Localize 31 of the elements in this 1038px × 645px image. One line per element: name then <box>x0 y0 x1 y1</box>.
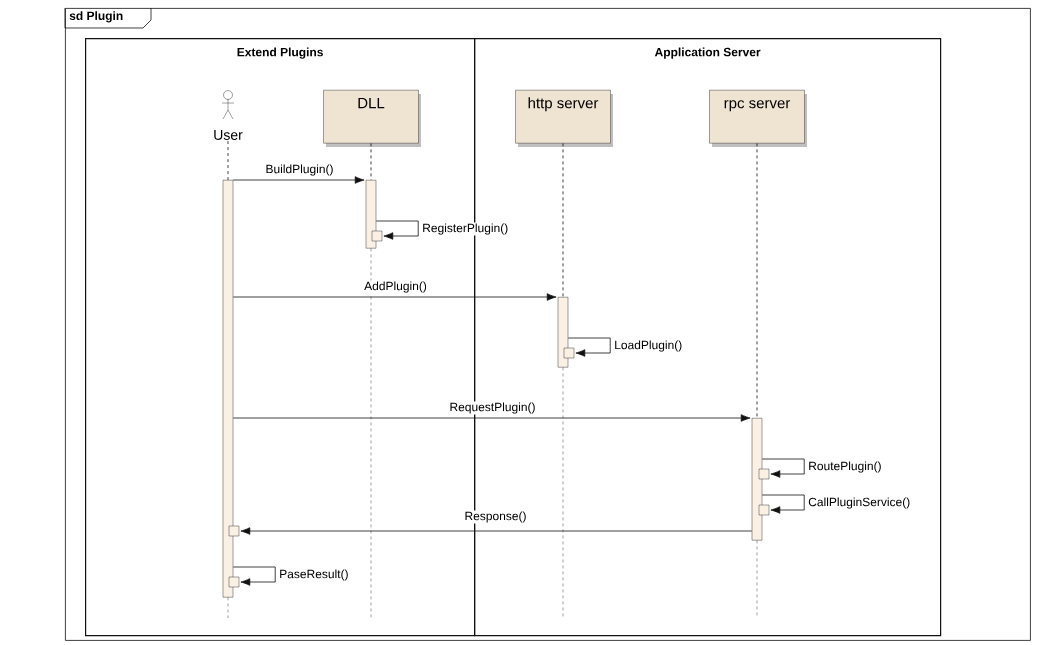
lifeline <box>227 140 229 181</box>
message-arrow <box>761 458 805 478</box>
message-arrow <box>240 527 753 535</box>
lifeline <box>370 143 372 181</box>
edge-label: BuildPlugin() <box>264 163 335 177</box>
message-arrow <box>375 220 419 240</box>
edge-label: RoutePlugin() <box>807 460 883 474</box>
actor: User <box>214 90 243 140</box>
edge-label: CallPluginService() <box>807 496 912 510</box>
message-arrow <box>232 414 751 422</box>
lifeline-header: http server <box>515 90 613 147</box>
message-arrow <box>232 293 557 301</box>
edge-label: AddPlugin() <box>363 280 428 294</box>
activation-box <box>371 230 383 242</box>
edge-label: RequestPlugin() <box>448 401 537 415</box>
activation-box <box>563 347 575 359</box>
lifeline-header: rpc server <box>709 90 807 147</box>
activation-box <box>758 504 770 516</box>
message-arrow <box>232 176 365 184</box>
lifeline-header: DLL <box>323 90 421 147</box>
edge-label: Response() <box>463 510 528 524</box>
message-arrow <box>567 337 611 357</box>
edge-label: LoadPlugin() <box>613 339 684 353</box>
message-arrow <box>761 494 805 514</box>
activation-box <box>758 468 770 480</box>
edge-label: RegisterPlugin() <box>421 222 510 236</box>
activation-box <box>228 576 240 588</box>
lifeline <box>562 143 564 298</box>
message-arrow <box>232 566 276 586</box>
edge-label: PaseResult() <box>278 568 350 582</box>
activation-box <box>228 525 240 537</box>
